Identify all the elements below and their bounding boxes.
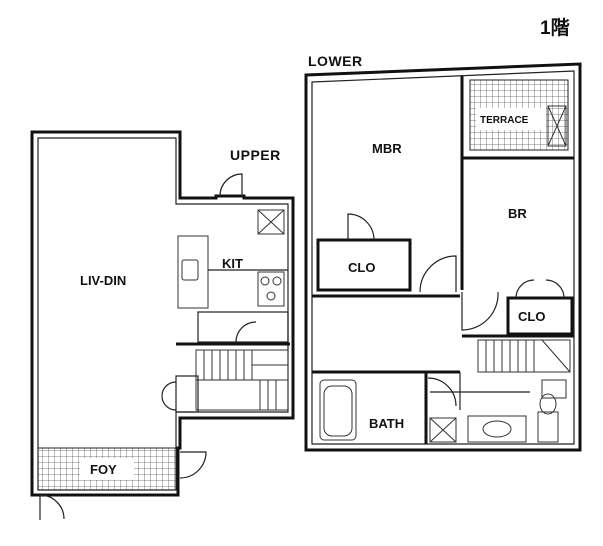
washer-cross xyxy=(429,417,457,443)
bathtub xyxy=(319,379,357,441)
br-closet-doors xyxy=(515,279,565,299)
upper-inner-wall xyxy=(37,137,289,491)
foyer-label-bg xyxy=(80,458,134,480)
mbr-closet xyxy=(316,238,412,292)
room-label-foy: FOY xyxy=(90,462,117,477)
terrace-label-bg xyxy=(476,108,546,130)
section-lower-label: LOWER xyxy=(308,53,363,69)
room-label-br: BR xyxy=(508,206,527,221)
vanity xyxy=(467,415,527,443)
toilet-bowl xyxy=(539,393,557,415)
stove-burner-1 xyxy=(260,276,270,286)
br-closet xyxy=(506,296,574,336)
fridge-cross xyxy=(257,209,285,235)
bathtub-inner xyxy=(323,385,353,437)
fridge-box xyxy=(257,209,285,235)
room-label-terrace: TERRACE xyxy=(480,115,529,126)
terrace-box-cross xyxy=(547,105,567,147)
floor-label: 1階 xyxy=(540,17,570,39)
sink-bowl xyxy=(482,420,512,438)
upper-door-swing xyxy=(219,173,243,197)
foyer-door-swing xyxy=(39,494,65,520)
room-label-bath: BATH xyxy=(369,416,404,431)
mbr-closet-door xyxy=(347,213,375,241)
section-upper-label: UPPER xyxy=(230,147,281,163)
lower-outer-wall xyxy=(304,62,582,452)
mbr-door xyxy=(419,255,457,293)
room-label-liv-din: LIV-DIN xyxy=(80,273,126,288)
toilet-tank xyxy=(537,411,559,443)
entry-closet-doors xyxy=(161,381,177,411)
upper-stairs xyxy=(195,349,289,411)
washer-box xyxy=(429,417,457,443)
front-door-swing xyxy=(179,451,207,479)
kitchen-stove xyxy=(257,271,285,307)
wc-shelf xyxy=(541,379,567,399)
terrace-box xyxy=(547,105,567,147)
upper-outer-wall xyxy=(30,130,295,497)
kitchen-sink xyxy=(181,259,199,281)
stove-burner-3 xyxy=(266,291,276,301)
br-door xyxy=(461,291,499,331)
upper-closet-door xyxy=(235,321,257,343)
room-label-kit: KIT xyxy=(222,256,243,271)
bath-door xyxy=(427,377,457,407)
room-label-mbr: MBR xyxy=(372,141,402,156)
kitchen-counter xyxy=(177,235,209,309)
room-label-clo-mbr: CLO xyxy=(348,260,375,275)
stove-burner-2 xyxy=(272,276,282,286)
room-label-clo-br: CLO xyxy=(518,309,545,324)
lower-stairs xyxy=(477,339,571,373)
lower-inner-wall xyxy=(311,70,575,445)
upper-closet xyxy=(197,311,289,343)
lower-unit xyxy=(304,62,582,452)
entry-closet xyxy=(175,375,199,413)
upper-unit xyxy=(30,130,295,520)
